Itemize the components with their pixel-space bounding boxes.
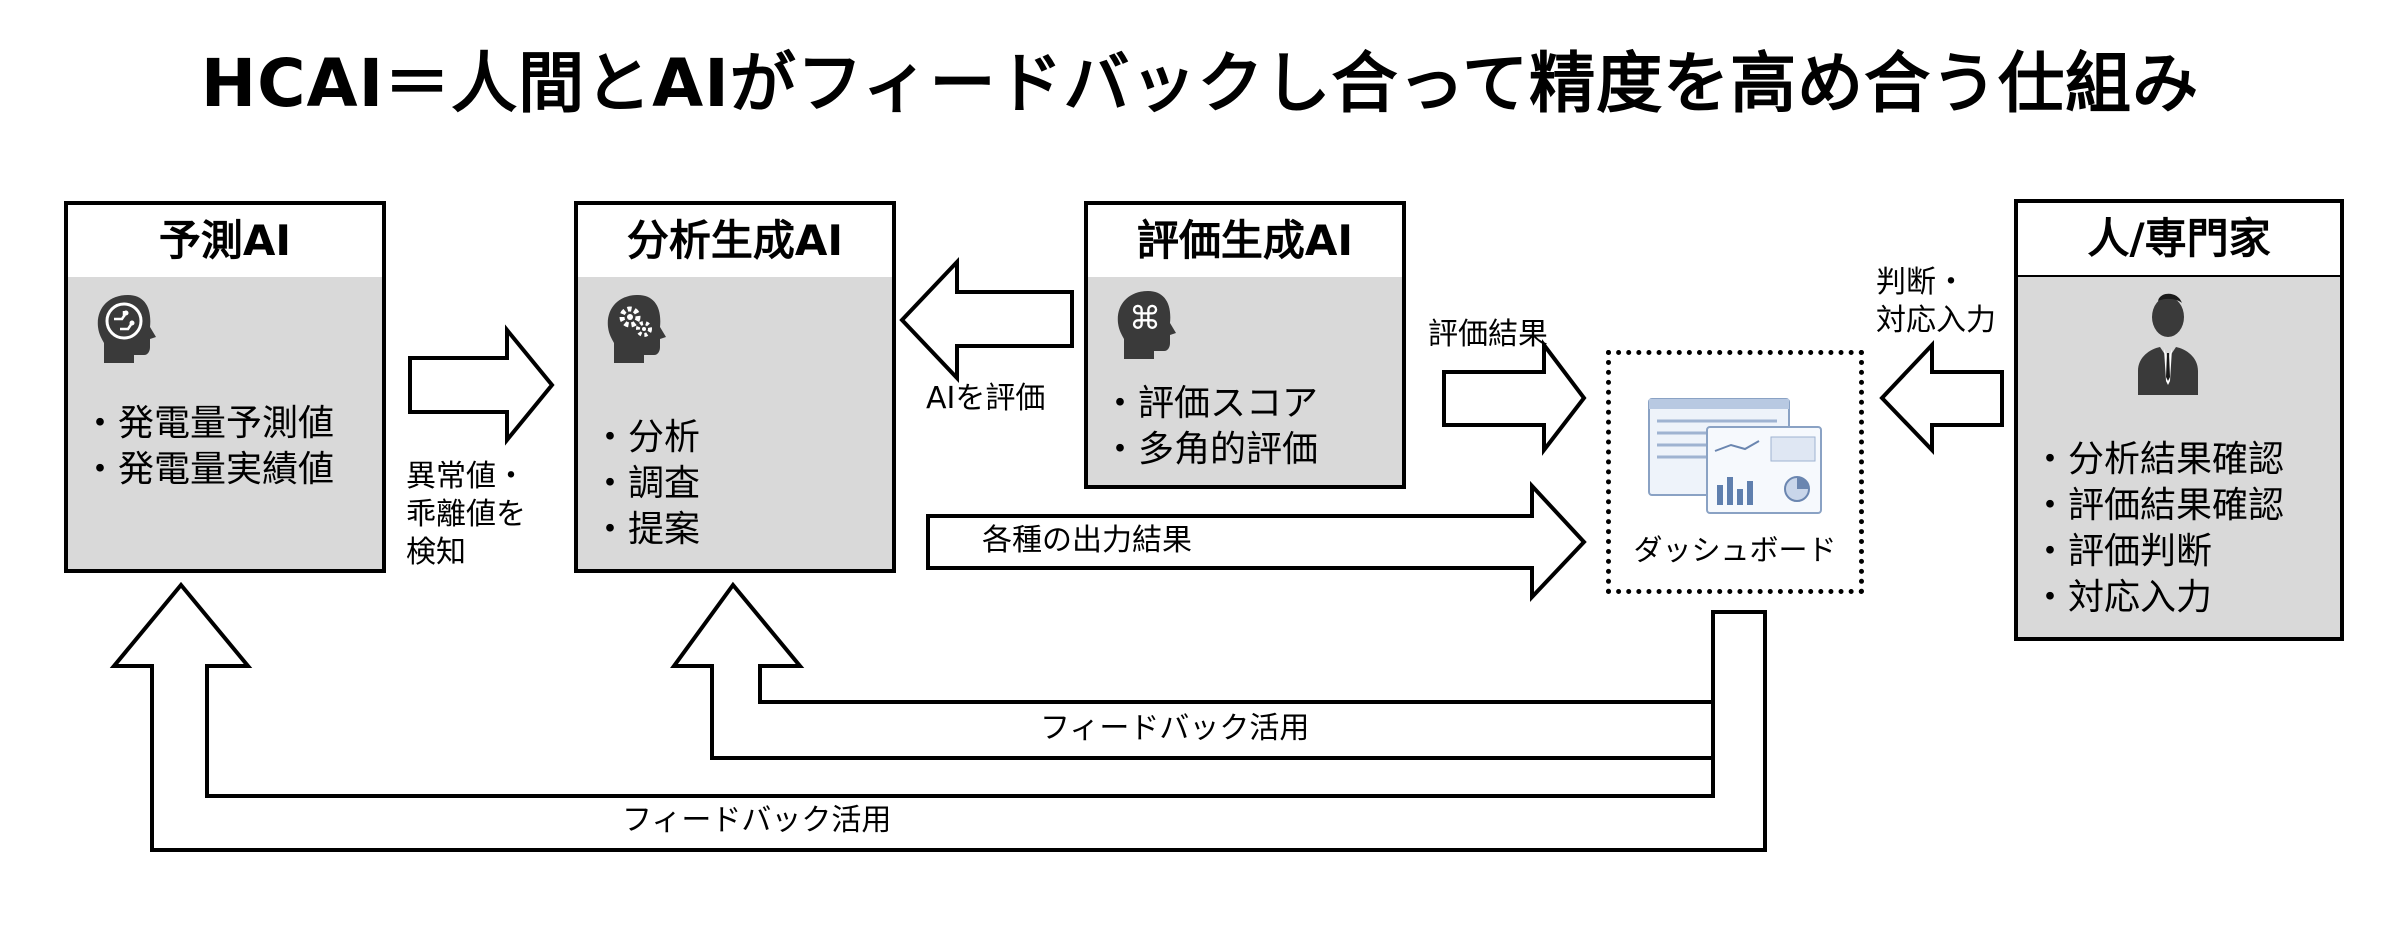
gear-head-icon [607,295,666,363]
human-item: ・対応入力 [2032,577,2213,618]
evaluation-item: ・多角的評価 [1102,429,1319,470]
command-head-icon: ⌘ [1117,291,1176,359]
dashboard-box: ダッシュボード [1606,350,1864,594]
ai-eval-label: AIを評価 [926,381,1046,416]
feedback-outer-label: フィードバック活用 [622,803,892,838]
feedback-arrow-to-analysis [670,581,1715,760]
dashboard-screens-icon [1648,398,1822,514]
businessman-icon [2138,293,2198,395]
anomaly-label: 異常値・ 乖離値を 検知 [406,459,526,570]
arrow-human-to-dashboard [1879,339,2004,455]
brain-circuit-head-icon [97,295,156,363]
analysis-item: ・分析 [592,417,701,458]
arrow-evaluation-to-dashboard [1442,339,1587,456]
evaluation-ai-box: 評価生成AI ⌘ ・評価スコア ・多角的評価 [1084,201,1406,489]
outputs-label: 各種の出力結果 [982,523,1192,558]
eval-result-label: 評価結果 [1428,317,1548,352]
predict-item: ・発電量実績値 [82,449,335,490]
evaluation-item: ・評価スコア [1102,383,1319,424]
analysis-item: ・調査 [592,463,701,504]
predict-ai-header: 予測AI [68,205,382,281]
analysis-ai-box: 分析生成AI ・分析 ・調査 ・提案 [574,201,896,573]
arrow-outputs-to-dashboard [926,480,1587,603]
evaluation-ai-body: ⌘ ・評価スコア ・多角的評価 [1088,277,1402,485]
feedback-arrow-to-predict [109,581,1767,852]
arrow-predict-to-analysis [408,324,555,446]
predict-ai-body: ・発電量予測値 ・発電量実績値 [68,277,382,569]
human-item: ・分析結果確認 [2032,439,2285,480]
human-expert-box: 人/専門家 ・分析結果確認 ・評価結果確認 ・評価判断 ・対応入力 [2014,199,2344,641]
feedback-inner-label: フィードバック活用 [1040,711,1310,746]
svg-text:⌘: ⌘ [1129,299,1161,337]
dashboard-label: ダッシュボード [1633,533,1837,567]
analysis-item: ・提案 [592,509,701,550]
evaluation-ai-header: 評価生成AI [1088,205,1402,281]
predict-item: ・発電量予測値 [82,403,335,444]
analysis-ai-header: 分析生成AI [578,205,892,281]
human-item: ・評価結果確認 [2032,485,2285,526]
human-item: ・評価判断 [2032,531,2213,572]
human-expert-header: 人/専門家 [2018,203,2340,279]
predict-ai-box: 予測AI ・発電量予測値 ・発電量実績値 [64,201,386,573]
arrow-evaluation-to-analysis [899,256,1074,384]
human-expert-body: ・分析結果確認 ・評価結果確認 ・評価判断 ・対応入力 [2018,277,2340,637]
page-title: HCAI＝人間とAIがフィードバックし合って精度を高め合う仕組み [200,45,2200,122]
judgment-label: 判断・ 対応入力 [1876,265,1996,338]
analysis-ai-body: ・分析 ・調査 ・提案 [578,277,892,569]
